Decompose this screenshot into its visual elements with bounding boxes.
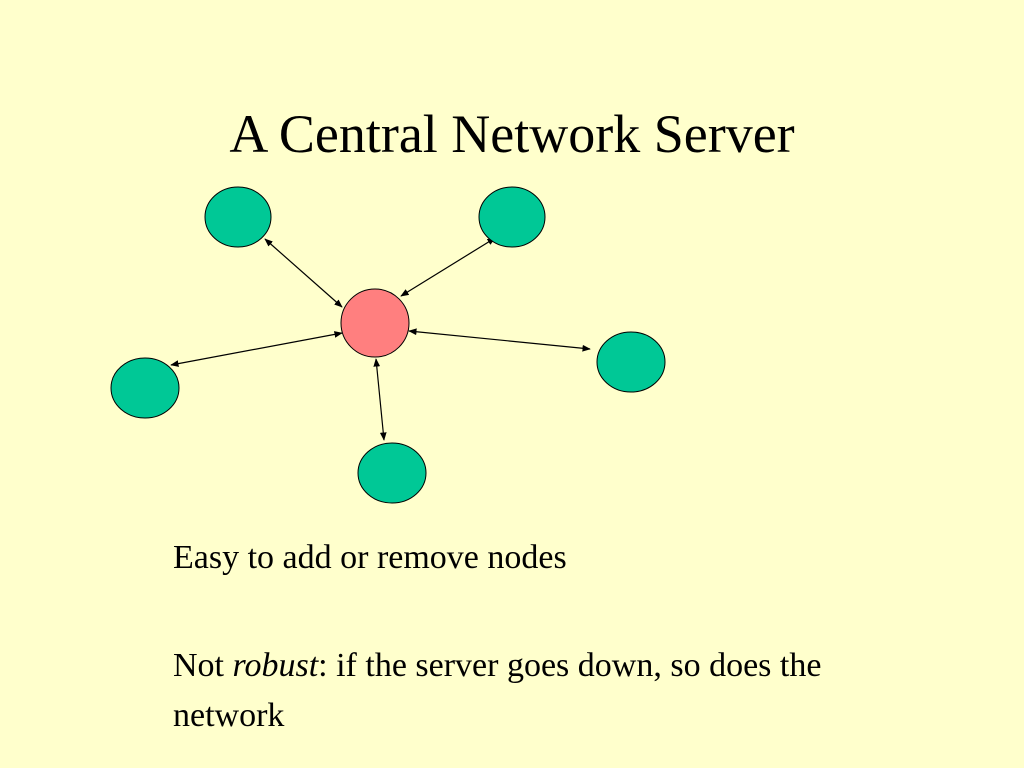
node-right [596,331,666,393]
point-not-robust-prefix: Not [173,647,233,684]
link-top-left [264,238,343,308]
link-right [408,328,591,352]
spacer [173,583,933,641]
node-top-left [204,186,272,248]
link-bottom [373,358,387,441]
robust-emphasis: robust [232,647,319,684]
link-left [170,331,343,367]
central-server-node [340,288,410,358]
node-bottom [357,442,427,504]
point-easy-to-add: Easy to add or remove nodes [173,539,567,576]
node-left [110,357,180,419]
node-top-right [478,186,546,248]
slide-title: A Central Network Server [229,104,795,164]
point-not-robust: Not robust: if the server goes down, so … [173,641,933,741]
nodes [110,186,666,504]
body-text: Easy to add or remove nodes Not robust: … [173,533,933,741]
links [170,237,591,441]
point-not-robust-rest: : if the server goes down, so does the n… [173,647,822,734]
link-top-right [400,237,496,297]
